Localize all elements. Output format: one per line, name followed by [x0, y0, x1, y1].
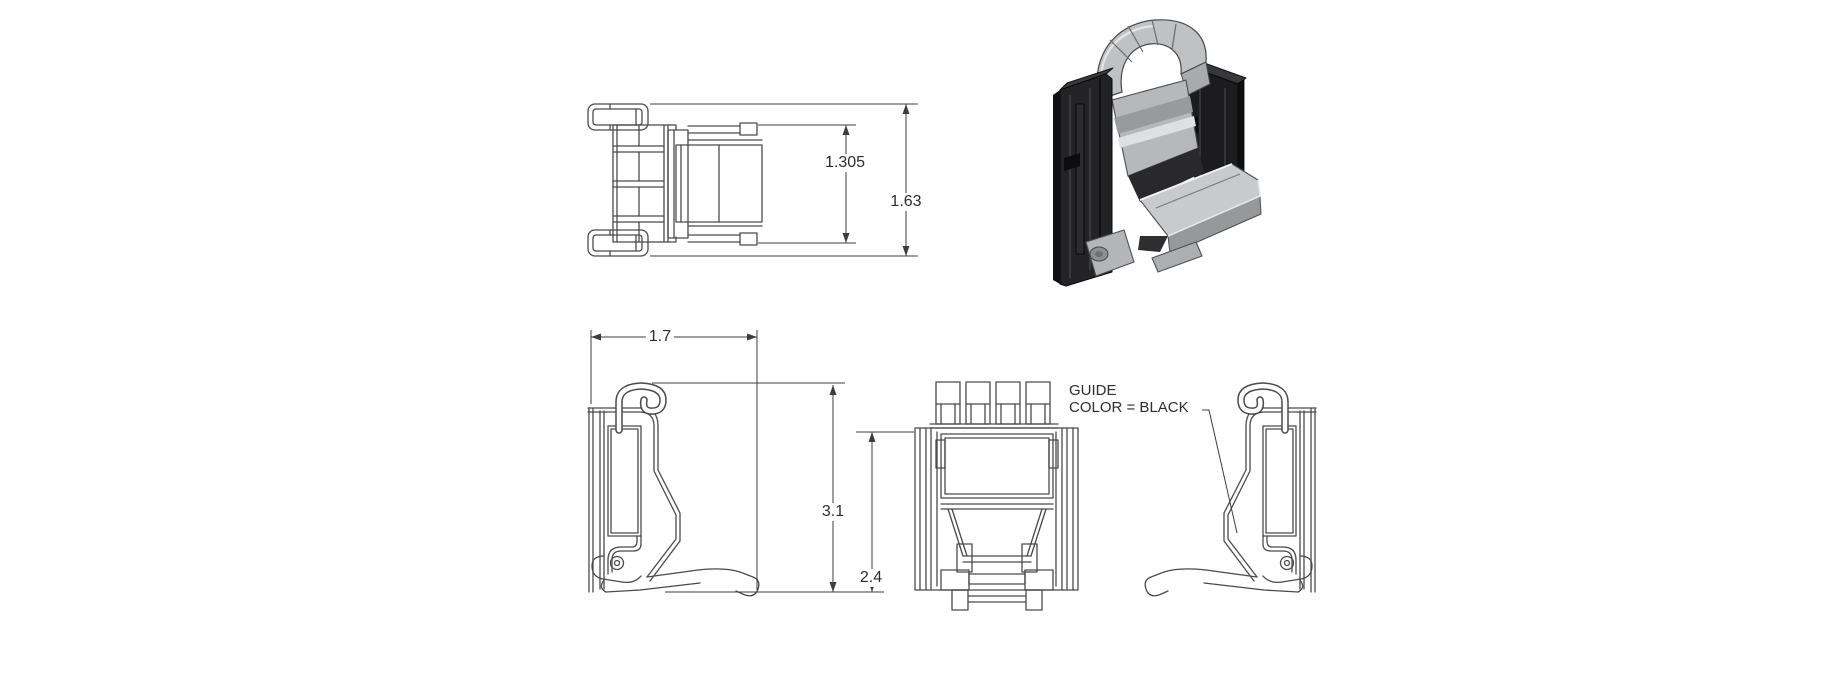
guide-color-note-line2: COLOR = BLACK — [1069, 399, 1189, 416]
dim-label-overall-height: 3.1 — [818, 503, 848, 521]
top-view — [587, 103, 763, 257]
isometric-view — [1053, 19, 1262, 287]
dimension-width-lines — [590, 330, 758, 590]
dimension-inner-height-lines — [758, 124, 856, 244]
front-view — [914, 381, 1079, 611]
side-view-left — [588, 386, 759, 596]
dimension-overall-height-lines — [652, 382, 845, 592]
dim-label-outer-height: 1.63 — [887, 193, 925, 211]
dimension-body-height-lines — [856, 431, 914, 592]
guide-color-note-line1: GUIDE — [1069, 382, 1117, 399]
note-leader-line — [1202, 409, 1238, 534]
dim-label-inner-height: 1.305 — [821, 154, 869, 172]
dimension-outer-height-lines — [650, 103, 918, 257]
guide-color-note: GUIDE COLOR = BLACK — [1069, 382, 1189, 416]
dim-label-width: 1.7 — [645, 328, 675, 346]
side-view-right — [1145, 386, 1316, 596]
dim-label-body-height: 2.4 — [856, 569, 886, 587]
hook-3d — [1096, 19, 1207, 101]
